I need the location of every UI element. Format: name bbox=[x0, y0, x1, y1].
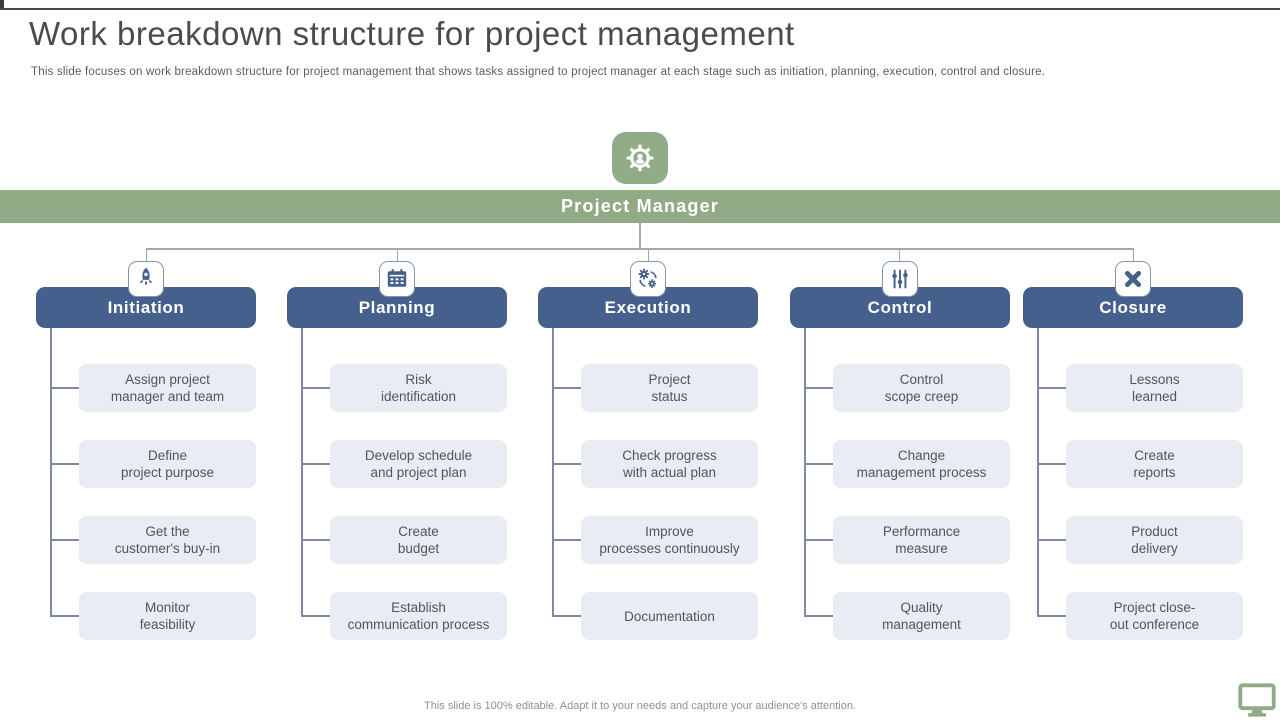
connector-line bbox=[50, 328, 52, 616]
task-box: Project close- out conference bbox=[1066, 592, 1243, 640]
task-box: Risk identification bbox=[330, 364, 507, 412]
page-subtitle: This slide focuses on work breakdown str… bbox=[31, 66, 1046, 78]
connector-line bbox=[639, 223, 641, 249]
connector-line bbox=[647, 248, 649, 263]
task-box: Product delivery bbox=[1066, 516, 1243, 564]
manager-gear-badge bbox=[612, 132, 668, 184]
task-box: Improve processes continuously bbox=[581, 516, 758, 564]
task-box: Monitor feasibility bbox=[79, 592, 256, 640]
process-gears-icon bbox=[638, 268, 657, 289]
closure-icon-chip bbox=[1115, 261, 1151, 297]
connector-line bbox=[301, 328, 303, 616]
connector-line bbox=[804, 539, 834, 541]
page-title: Work breakdown structure for project man… bbox=[29, 15, 795, 52]
task-box: Get the customer's buy-in bbox=[79, 516, 256, 564]
connector-line bbox=[301, 463, 331, 465]
top-left-tick bbox=[0, 0, 4, 10]
connector-line bbox=[552, 387, 582, 389]
connector-line bbox=[145, 248, 147, 263]
task-box: Documentation bbox=[581, 592, 758, 640]
task-box: Performance measure bbox=[833, 516, 1010, 564]
monitor-icon bbox=[1237, 683, 1277, 720]
connector-line bbox=[804, 615, 834, 617]
column-control: Control Control scope creep Change manag… bbox=[790, 0, 1010, 720]
column-initiation: Initiation Assign project manager and te… bbox=[36, 0, 256, 720]
connector-line bbox=[1037, 539, 1067, 541]
task-box: Project status bbox=[581, 364, 758, 412]
connector-line bbox=[804, 328, 806, 616]
connector-line bbox=[301, 615, 331, 617]
connector-line bbox=[146, 248, 1134, 250]
manager-gear-icon bbox=[626, 144, 654, 172]
task-box: Create reports bbox=[1066, 440, 1243, 488]
connector-line bbox=[898, 248, 900, 263]
task-box: Develop schedule and project plan bbox=[330, 440, 507, 488]
connector-line bbox=[50, 463, 80, 465]
connector-line bbox=[804, 463, 834, 465]
close-x-icon bbox=[1124, 270, 1142, 288]
execution-icon-chip bbox=[630, 261, 666, 297]
task-box: Assign project manager and team bbox=[79, 364, 256, 412]
connector-line bbox=[50, 615, 80, 617]
connector-line bbox=[804, 387, 834, 389]
column-execution: Execution Project status Check progress … bbox=[538, 0, 758, 720]
task-box: Quality management bbox=[833, 592, 1010, 640]
connector-line bbox=[1037, 387, 1067, 389]
connector-line bbox=[552, 463, 582, 465]
connector-line bbox=[1037, 463, 1067, 465]
connector-line bbox=[50, 387, 80, 389]
task-box: Check progress with actual plan bbox=[581, 440, 758, 488]
connector-line bbox=[552, 328, 554, 616]
connector-line bbox=[552, 539, 582, 541]
project-manager-label: Project Manager bbox=[560, 196, 720, 216]
task-box: Change management process bbox=[833, 440, 1010, 488]
initiation-icon-chip bbox=[128, 261, 164, 297]
connector-line bbox=[1037, 615, 1067, 617]
connector-line bbox=[301, 387, 331, 389]
connector-line bbox=[552, 615, 582, 617]
task-box: Control scope creep bbox=[833, 364, 1010, 412]
rocket-icon bbox=[139, 267, 153, 286]
connector-line bbox=[396, 248, 398, 263]
sliders-icon bbox=[892, 269, 908, 289]
task-box: Define project purpose bbox=[79, 440, 256, 488]
connector-line bbox=[1037, 328, 1039, 616]
connector-line bbox=[1132, 248, 1134, 263]
task-box: Create budget bbox=[330, 516, 507, 564]
project-manager-banner: Project Manager bbox=[0, 190, 1280, 223]
calendar-icon bbox=[387, 269, 407, 287]
connector-line bbox=[50, 539, 80, 541]
connector-line bbox=[301, 539, 331, 541]
control-header: Control bbox=[790, 287, 1010, 328]
execution-header: Execution bbox=[538, 287, 758, 328]
column-closure: Closure Lessons learned Create reports P… bbox=[1023, 0, 1243, 720]
column-planning: Planning Risk identification Develop sch… bbox=[287, 0, 507, 720]
control-icon-chip bbox=[882, 261, 918, 297]
footer-note: This slide is 100% editable. Adapt it to… bbox=[424, 700, 856, 712]
top-divider-line bbox=[0, 8, 1280, 10]
task-box: Establish communication process bbox=[330, 592, 507, 640]
planning-icon-chip bbox=[379, 261, 415, 297]
task-box: Lessons learned bbox=[1066, 364, 1243, 412]
